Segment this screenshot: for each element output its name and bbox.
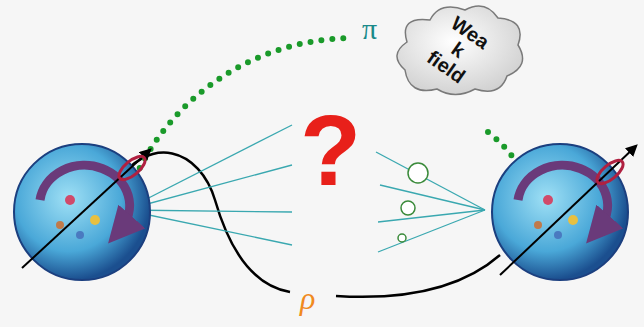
nucleon-left <box>14 144 150 280</box>
meson-circles <box>398 163 428 242</box>
rho-label: ρ <box>300 282 315 314</box>
cloud-outline <box>397 6 523 95</box>
nucleon-right <box>492 144 636 280</box>
question-mark: ? <box>300 100 361 200</box>
rho-curve <box>336 255 500 297</box>
pion-label: π <box>362 14 377 44</box>
weak-field-cloud: Wea k field <box>385 0 530 100</box>
